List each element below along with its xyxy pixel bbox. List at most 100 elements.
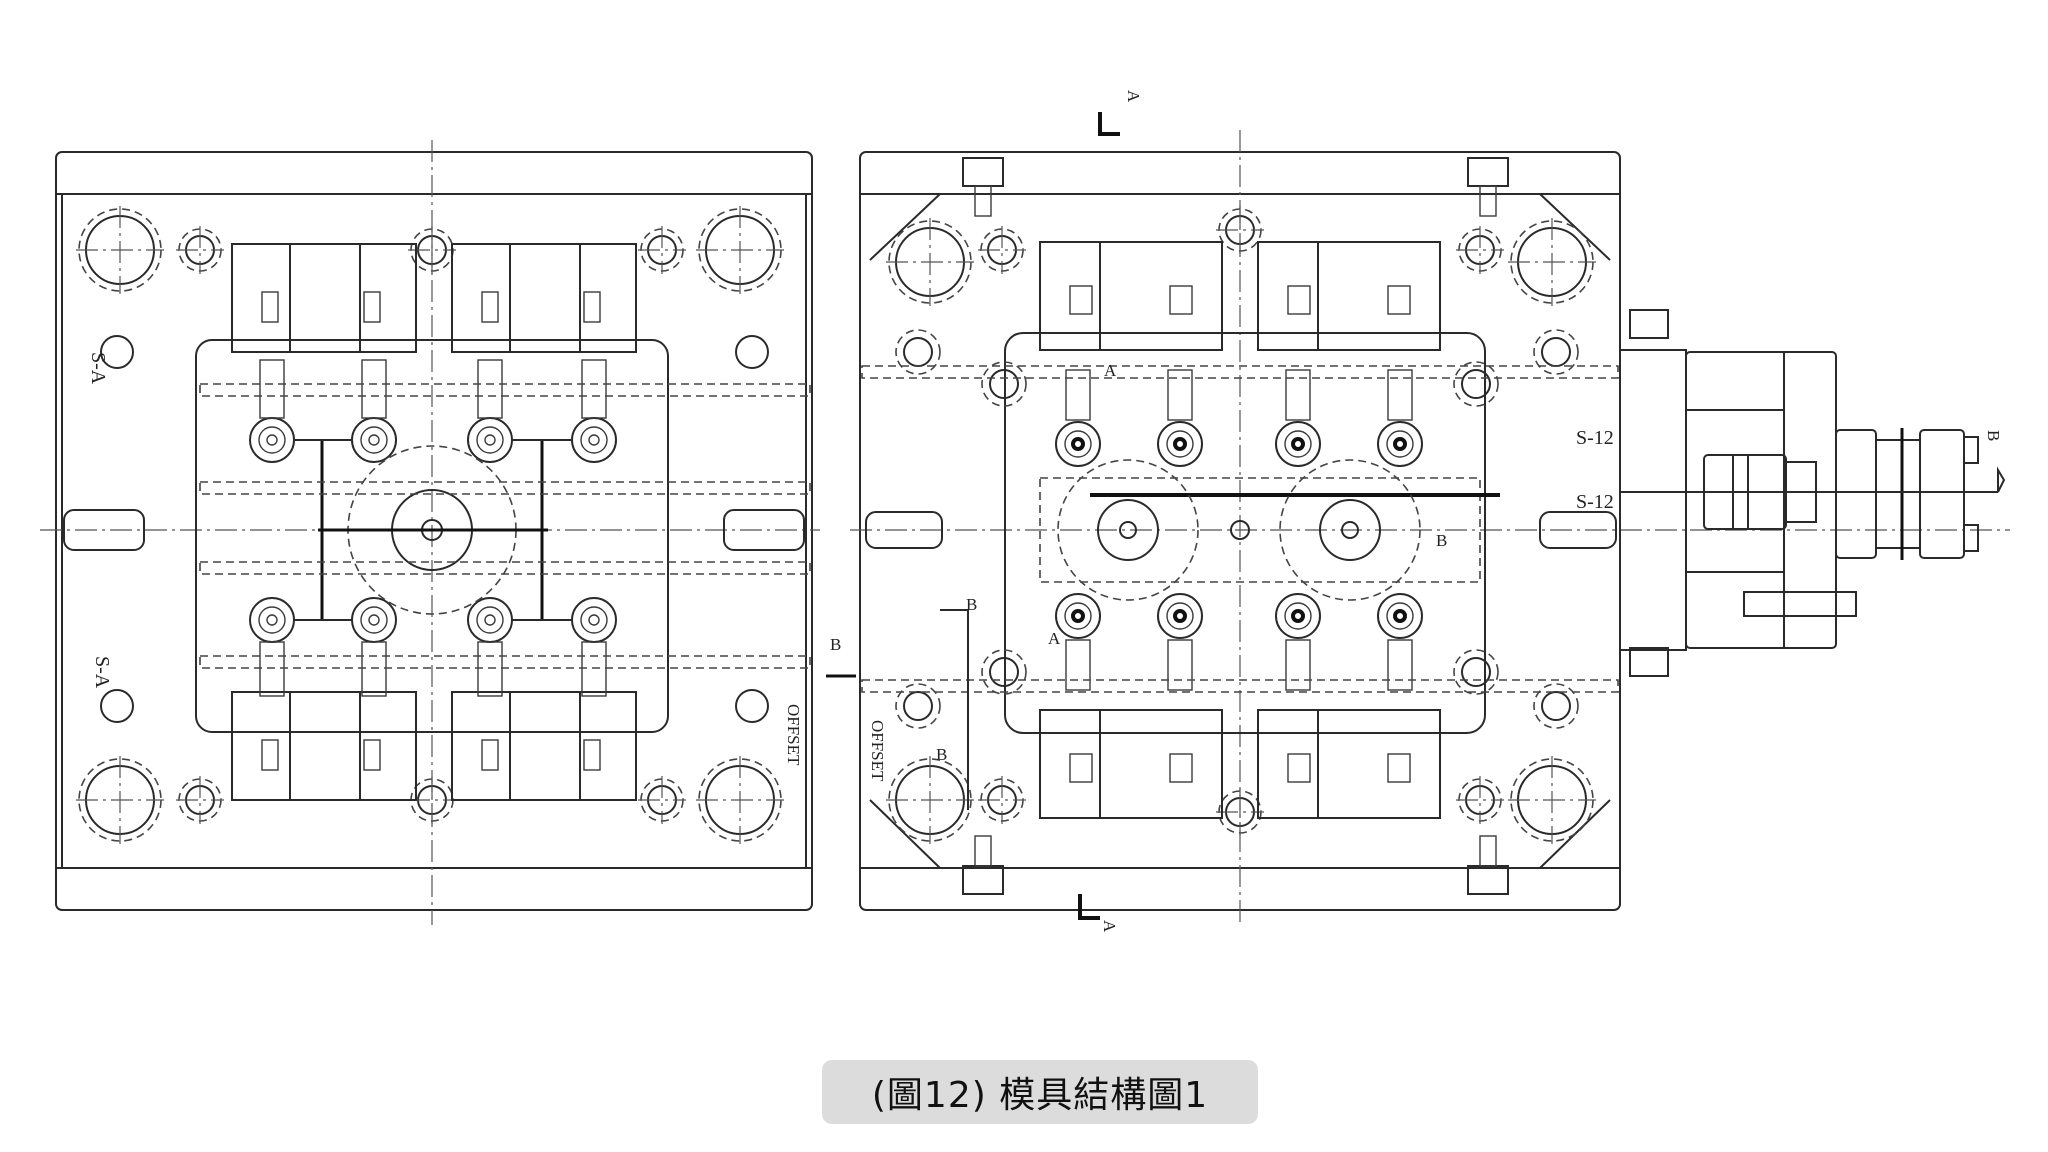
cavity-4 xyxy=(249,597,295,643)
slide-screw xyxy=(583,291,601,323)
label-section-a-top: A xyxy=(1124,90,1143,103)
label-section-b-right: B xyxy=(1984,430,2003,441)
label-b-mark-3: B xyxy=(1436,531,1447,550)
ejector-guide-outer-4 xyxy=(981,361,1027,407)
locating-block-left xyxy=(63,509,145,551)
injection-unit xyxy=(1619,309,2006,677)
core-cavity-3-inner xyxy=(1386,430,1414,458)
core-cavity-1 xyxy=(1157,421,1203,467)
locating-block-left xyxy=(865,511,943,549)
clamp-bolt-shank-3 xyxy=(1479,835,1497,867)
slide-screw xyxy=(481,739,499,771)
core-cavity-7-inner xyxy=(1386,602,1414,630)
core-slide-pin-2 xyxy=(1285,369,1311,421)
slide-pocket xyxy=(1287,285,1311,315)
slide-screw xyxy=(363,739,381,771)
ejector-guide-outer-1 xyxy=(1533,329,1579,375)
core-pin-6 xyxy=(477,641,503,697)
core-slide-pin-7 xyxy=(1387,639,1413,691)
core-cavity-7-gate xyxy=(1393,609,1407,623)
label-section-b-left: B xyxy=(830,635,841,654)
cooling-line-1 xyxy=(861,679,1619,693)
hot-runner-zone-0 xyxy=(1057,459,1199,601)
left-outer-plate xyxy=(55,151,813,911)
ejector-guide-outer-3 xyxy=(1533,683,1579,729)
clamp-bolt-2 xyxy=(962,865,1004,895)
core-cavity-2 xyxy=(1275,421,1321,467)
clamp-bolt-1 xyxy=(1467,157,1509,187)
ejector-guide-1 xyxy=(1541,337,1571,367)
label-s12-top: S-12 xyxy=(1576,427,1614,449)
slide-screw xyxy=(363,291,381,323)
center-pin xyxy=(1230,520,1250,540)
cavity-6-gate xyxy=(484,614,496,626)
core-slide-pin-0 xyxy=(1065,369,1091,421)
slide-screw xyxy=(261,739,279,771)
cooling-channel-0 xyxy=(199,383,811,397)
cooling-channel-2 xyxy=(199,561,811,575)
slide-pocket xyxy=(1069,285,1093,315)
clamp-bolt-0 xyxy=(962,157,1004,187)
locating-block-right xyxy=(723,509,805,551)
core-cavity-1-gate xyxy=(1173,437,1187,451)
slide-screw xyxy=(261,291,279,323)
label-offset-left: OFFSET xyxy=(784,704,803,766)
drawing-labels: S-A S-A OFFSET A A B B S-12 S-12 OFFSET … xyxy=(87,90,2003,933)
core-cavity-2-inner xyxy=(1284,430,1312,458)
cavity-3-gate xyxy=(588,434,600,446)
cavity-4-gate xyxy=(266,614,278,626)
slide-pocket xyxy=(1287,753,1311,783)
cavity-1 xyxy=(351,417,397,463)
core-pin-4 xyxy=(259,641,285,697)
ejector-guide-outer-7 xyxy=(1453,649,1499,695)
slide-pocket xyxy=(1069,753,1093,783)
ejector-guide-outer-0 xyxy=(895,329,941,375)
label-s12-bottom: S-12 xyxy=(1576,491,1614,513)
core-pin-3 xyxy=(581,359,607,419)
core-cavity-4-inner xyxy=(1064,602,1092,630)
cavity-0-inner xyxy=(258,426,286,454)
label-section-a-bottom: A xyxy=(1100,920,1119,933)
right-mold-view xyxy=(826,112,2010,925)
support-pin-1 xyxy=(735,335,769,369)
core-cavity-1-inner xyxy=(1166,430,1194,458)
figure-caption: (圖12) 模具結構圖1 xyxy=(822,1060,1258,1124)
core-cavity-7 xyxy=(1377,593,1423,639)
right-cavity-plate xyxy=(1004,332,1486,734)
core-cavity-5-gate xyxy=(1173,609,1187,623)
ejector-guide-6 xyxy=(989,657,1019,687)
label-offset-right: OFFSET xyxy=(868,720,887,782)
cavity-5-inner xyxy=(360,606,388,634)
label-s-a-top: S-A xyxy=(87,352,109,385)
slide-insert-3 xyxy=(1257,709,1441,819)
core-cavity-5 xyxy=(1157,593,1203,639)
core-cavity-3 xyxy=(1377,421,1423,467)
slide-pocket xyxy=(1387,753,1411,783)
label-a-mark-2: A xyxy=(1048,629,1061,648)
cooling-channel-3 xyxy=(199,655,811,669)
core-cavity-4 xyxy=(1055,593,1101,639)
ejector-guide-outer-6 xyxy=(981,649,1027,695)
slide-pocket xyxy=(1169,753,1193,783)
support-pin-0 xyxy=(100,335,134,369)
core-cavity-6-inner xyxy=(1284,602,1312,630)
ejector-guide-7 xyxy=(1461,657,1491,687)
clamp-bolt-shank-1 xyxy=(1479,185,1497,217)
cavity-2-inner xyxy=(476,426,504,454)
cavity-6 xyxy=(467,597,513,643)
slide-screw xyxy=(481,291,499,323)
slide-pocket xyxy=(1169,285,1193,315)
core-slide-pin-4 xyxy=(1065,639,1091,691)
core-cavity-6-gate xyxy=(1291,609,1305,623)
slide-insert-0 xyxy=(1039,241,1223,351)
cavity-7 xyxy=(571,597,617,643)
ejector-guide-3 xyxy=(1541,691,1571,721)
left-mold-view xyxy=(40,140,820,925)
ejector-guide-outer-5 xyxy=(1453,361,1499,407)
cavity-1-inner xyxy=(360,426,388,454)
core-pin-0 xyxy=(259,359,285,419)
core-cavity-4-gate xyxy=(1071,609,1085,623)
cavity-3-inner xyxy=(580,426,608,454)
label-a-mark-1: A xyxy=(1104,361,1117,380)
ejector-guide-5 xyxy=(1461,369,1491,399)
